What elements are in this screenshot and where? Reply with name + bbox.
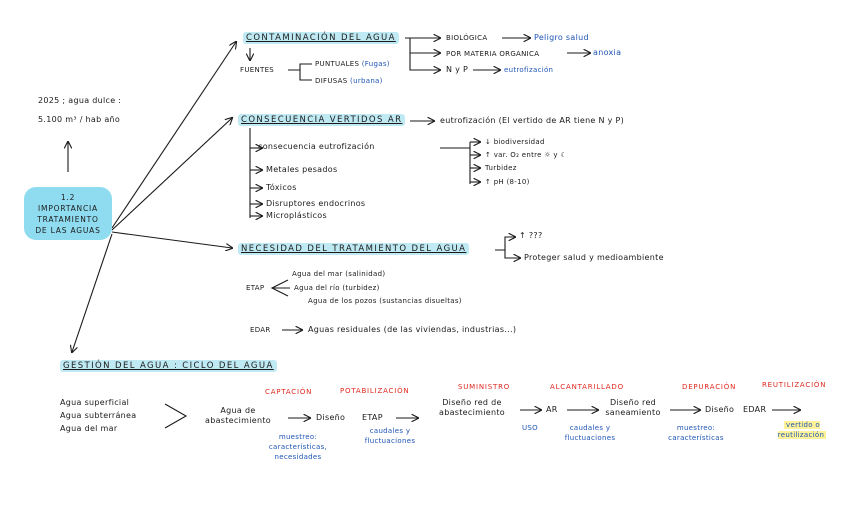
effect-item: Turbidez: [485, 164, 517, 172]
biologica-label: BIOLÓGICA: [446, 34, 488, 42]
central-topic-line4: DE LAS AGUAS: [35, 225, 101, 235]
materia-effect: anoxia: [593, 48, 622, 57]
necesidad-arrow1: ↑ ???: [519, 231, 543, 240]
note-muestreo-1: muestreo: características, necesidades: [268, 433, 328, 461]
stage-label: REUTILIZACIÓN: [762, 381, 827, 389]
diseno-label-2: Diseño: [705, 405, 735, 414]
abastecimiento-label: Agua de abastecimiento: [205, 406, 271, 425]
edar-stage: EDAR: [743, 405, 767, 414]
difusas-label: DIFUSAS: [315, 77, 348, 85]
nyp-label: N y P: [446, 65, 469, 74]
ar-stage: AR: [546, 405, 558, 414]
diseno-red-abastecimiento: Diseño red de abastecimiento: [439, 398, 505, 417]
central-topic: 1.2 IMPORTANCIA TRATAMIENTO DE LAS AGUAS: [24, 187, 112, 240]
fuentes-label: FUENTES: [240, 66, 275, 74]
diseno-label-1: Diseño: [316, 413, 346, 422]
difusas-note: (urbana): [350, 77, 383, 85]
etap-label: ETAP: [246, 284, 265, 292]
biologica-effect: Peligro salud: [534, 33, 589, 42]
stage-label: CAPTACIÓN: [265, 388, 313, 396]
central-topic-line3: TRATAMIENTO: [37, 214, 99, 224]
note-muestreo-2: muestreo: características: [668, 424, 724, 442]
arrow-to-contaminacion: [111, 42, 236, 229]
fact-line2: 5.100 m³ / hab año: [38, 115, 121, 124]
eutrofizacion-consequence: consecuencia eutrofización: [258, 142, 375, 151]
central-topic-number: 1.2: [60, 192, 76, 202]
effect-item: ↑ var. O₂ entre ☼ y ☾: [485, 151, 567, 159]
effect-item: ↑ pH (8-10): [485, 178, 530, 186]
stage-label: ALCANTARILLADO: [550, 383, 624, 391]
etap-item: Agua del río (turbidez): [294, 284, 380, 292]
water-source: Agua subterránea: [60, 411, 137, 420]
arrow-to-consecuencia: [111, 118, 232, 231]
effect-item: ↓ biodiversidad: [485, 138, 545, 146]
etap-item: Agua del mar (salinidad): [292, 270, 386, 278]
etap-stage: ETAP: [362, 413, 383, 422]
consequence-item: Microplásticos: [266, 211, 327, 220]
puntuales-note: (Fugas): [361, 60, 390, 68]
stage-label: POTABILIZACIÓN: [340, 387, 410, 395]
consequence-item: Metales pesados: [266, 165, 338, 174]
materia-label: POR MATERIA ORGANICA: [446, 50, 540, 58]
diseno-red-saneamiento: Diseño red saneamiento: [605, 398, 661, 417]
puntuales-label: PUNTUALES: [315, 60, 360, 68]
edar-text: Aguas residuales (de las viviendas, indu…: [308, 325, 517, 334]
consequence-item: Tóxicos: [266, 183, 297, 192]
gestion-title: GESTIÓN DEL AGUA : CICLO DEL AGUA: [60, 360, 277, 372]
necesidad-arrow2: Proteger salud y medioambiente: [524, 253, 664, 262]
water-source: Agua del mar: [60, 424, 118, 433]
note-caudales-1: caudales y fluctuaciones: [364, 427, 416, 445]
contaminacion-title: CONTAMINACIÓN DEL AGUA: [243, 32, 399, 44]
arrow-to-gestion: [72, 233, 113, 352]
necesidad-title: NECESIDAD DEL TRATAMIENTO DEL AGUA: [238, 243, 470, 255]
etap-item: Agua de los pozos (sustancias disueltas): [308, 297, 462, 305]
fact-line1: 2025 ; agua dulce :: [38, 96, 122, 105]
edar-label: EDAR: [250, 326, 271, 334]
note-uso: USO: [522, 424, 538, 432]
central-topic-line2: IMPORTANCIA: [38, 203, 98, 213]
arrow-to-necesidad: [111, 231, 232, 248]
consequence-item: Disruptores endocrinos: [266, 199, 366, 208]
note-vertido: vertido o reutilización: [777, 421, 827, 439]
water-source: Agua superficial: [60, 398, 130, 407]
stage-label: SUMINISTRO: [458, 383, 511, 391]
note-caudales-2: caudales y fluctuaciones: [564, 424, 616, 442]
stage-label: DEPURACIÓN: [682, 383, 737, 391]
eutrofizacion-text: eutrofización (El vertido de AR tiene N …: [440, 116, 625, 125]
nyp-effect: eutrofización: [504, 66, 554, 74]
consecuencia-title: CONSECUENCIA VERTIDOS AR: [238, 114, 406, 126]
